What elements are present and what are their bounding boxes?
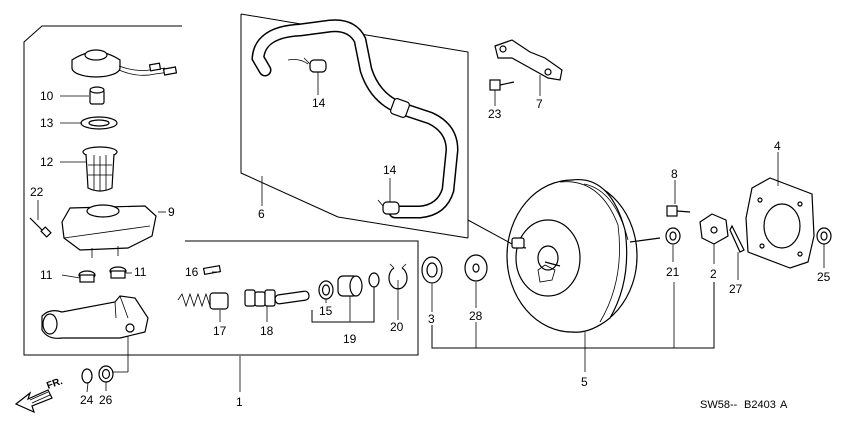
callout-16: 16 [185,265,199,279]
bolt-part-23 [489,79,515,91]
diagram-code: B2403 [744,399,776,411]
reservoir-tank [61,204,157,258]
callout-7: 7 [536,97,543,111]
washer-ring [98,365,114,383]
bracket-part [494,39,563,81]
callout-22: 22 [30,185,44,199]
sleeve-part [337,272,380,297]
callout-11-left: 11 [40,268,53,282]
callout-2: 2 [710,267,717,281]
callout-3: 3 [428,312,435,326]
callout-24: 24 [80,393,94,407]
callout-28: 28 [469,309,483,323]
front-direction-arrow [14,389,53,414]
callout-18: 18 [260,324,274,338]
primary-piston-part [244,289,310,307]
callout-1: 1 [236,395,243,409]
hose-clip-lower [377,199,400,215]
booster-gasket [464,254,488,282]
callout-8: 8 [671,167,678,181]
callout-21: 21 [666,265,680,279]
hose-clip-upper [303,57,327,73]
callout-13: 13 [40,116,54,130]
cotter-pin [729,224,745,253]
spring-piston-part [177,292,229,310]
front-direction-label: FR. [45,376,64,392]
callout-5: 5 [581,375,588,389]
callout-20: 20 [390,320,404,334]
nut-part-21 [665,227,681,245]
grommet-right [109,266,127,279]
seal-ring-part [80,116,118,130]
hose-group-box-lower [337,216,469,239]
callout-9: 9 [168,205,175,219]
diagram-code-prefix: SW58-- [700,399,738,411]
vacuum-hose [251,19,459,219]
reservoir-cap [71,49,178,78]
nut-part-25 [816,227,832,245]
grommet-left [78,270,96,283]
washer-small [81,368,93,384]
leader-lines [37,72,825,393]
callout-14-upper: 14 [312,96,326,110]
master-cylinder-body [41,295,149,339]
bolt-part-8 [666,205,691,217]
callout-4: 4 [774,139,781,153]
cup-seal-part [318,280,334,300]
callout-14-lower: 14 [383,163,397,177]
callout-27: 27 [729,282,743,296]
callout-17: 17 [213,324,227,338]
booster-seal [421,256,443,284]
screw-part [29,217,52,238]
callout-23: 23 [488,107,502,121]
mounting-gasket [745,177,815,269]
callout-19: 19 [343,332,357,346]
callout-25: 25 [817,270,831,284]
clevis-yoke [699,213,729,245]
callout-6: 6 [258,207,265,221]
pin-part [202,264,222,276]
callout-26: 26 [99,393,113,407]
diagram-code-suffix: A [780,399,788,411]
brake-booster [506,179,661,333]
callout-11-right: 11 [134,265,147,279]
callout-12: 12 [40,155,54,169]
callout-15: 15 [319,304,333,318]
cap-nut-part [89,86,105,105]
hose-group-box-left [240,14,339,218]
master-cylinder-group-box [23,25,419,356]
callout-10: 10 [40,89,54,103]
strainer-part [82,146,118,192]
